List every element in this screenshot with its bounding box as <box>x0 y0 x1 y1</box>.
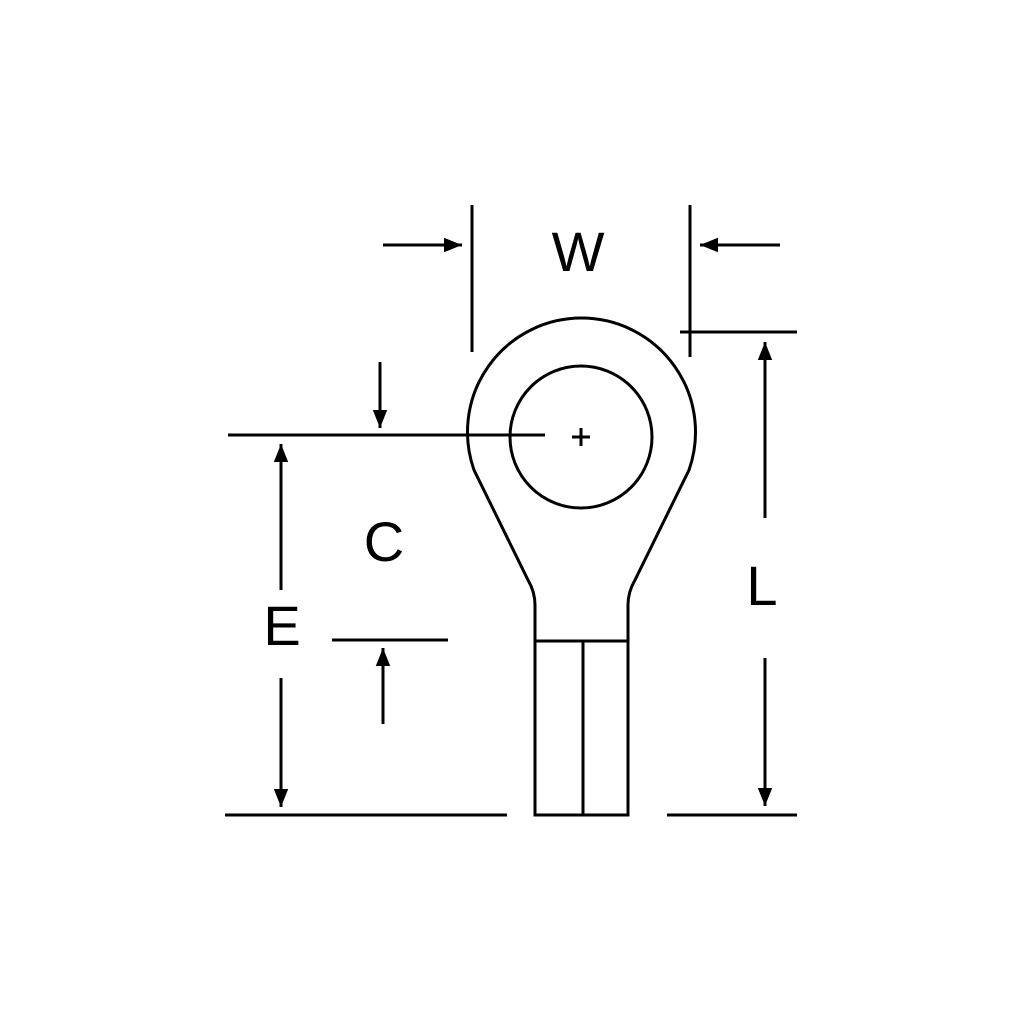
stud-hole <box>508 364 654 510</box>
center-mark-icon <box>572 428 590 446</box>
e-label: E <box>263 594 300 657</box>
c-dimension: C <box>228 362 545 724</box>
terminal-body <box>466 316 697 817</box>
width-dimension: W <box>383 205 780 357</box>
terminal-outline <box>466 316 697 817</box>
c-label: C <box>364 510 404 573</box>
length-label: L <box>746 554 777 617</box>
width-label: W <box>552 220 605 283</box>
e-dimension: E <box>225 444 507 817</box>
length-dimension: L <box>667 330 797 817</box>
